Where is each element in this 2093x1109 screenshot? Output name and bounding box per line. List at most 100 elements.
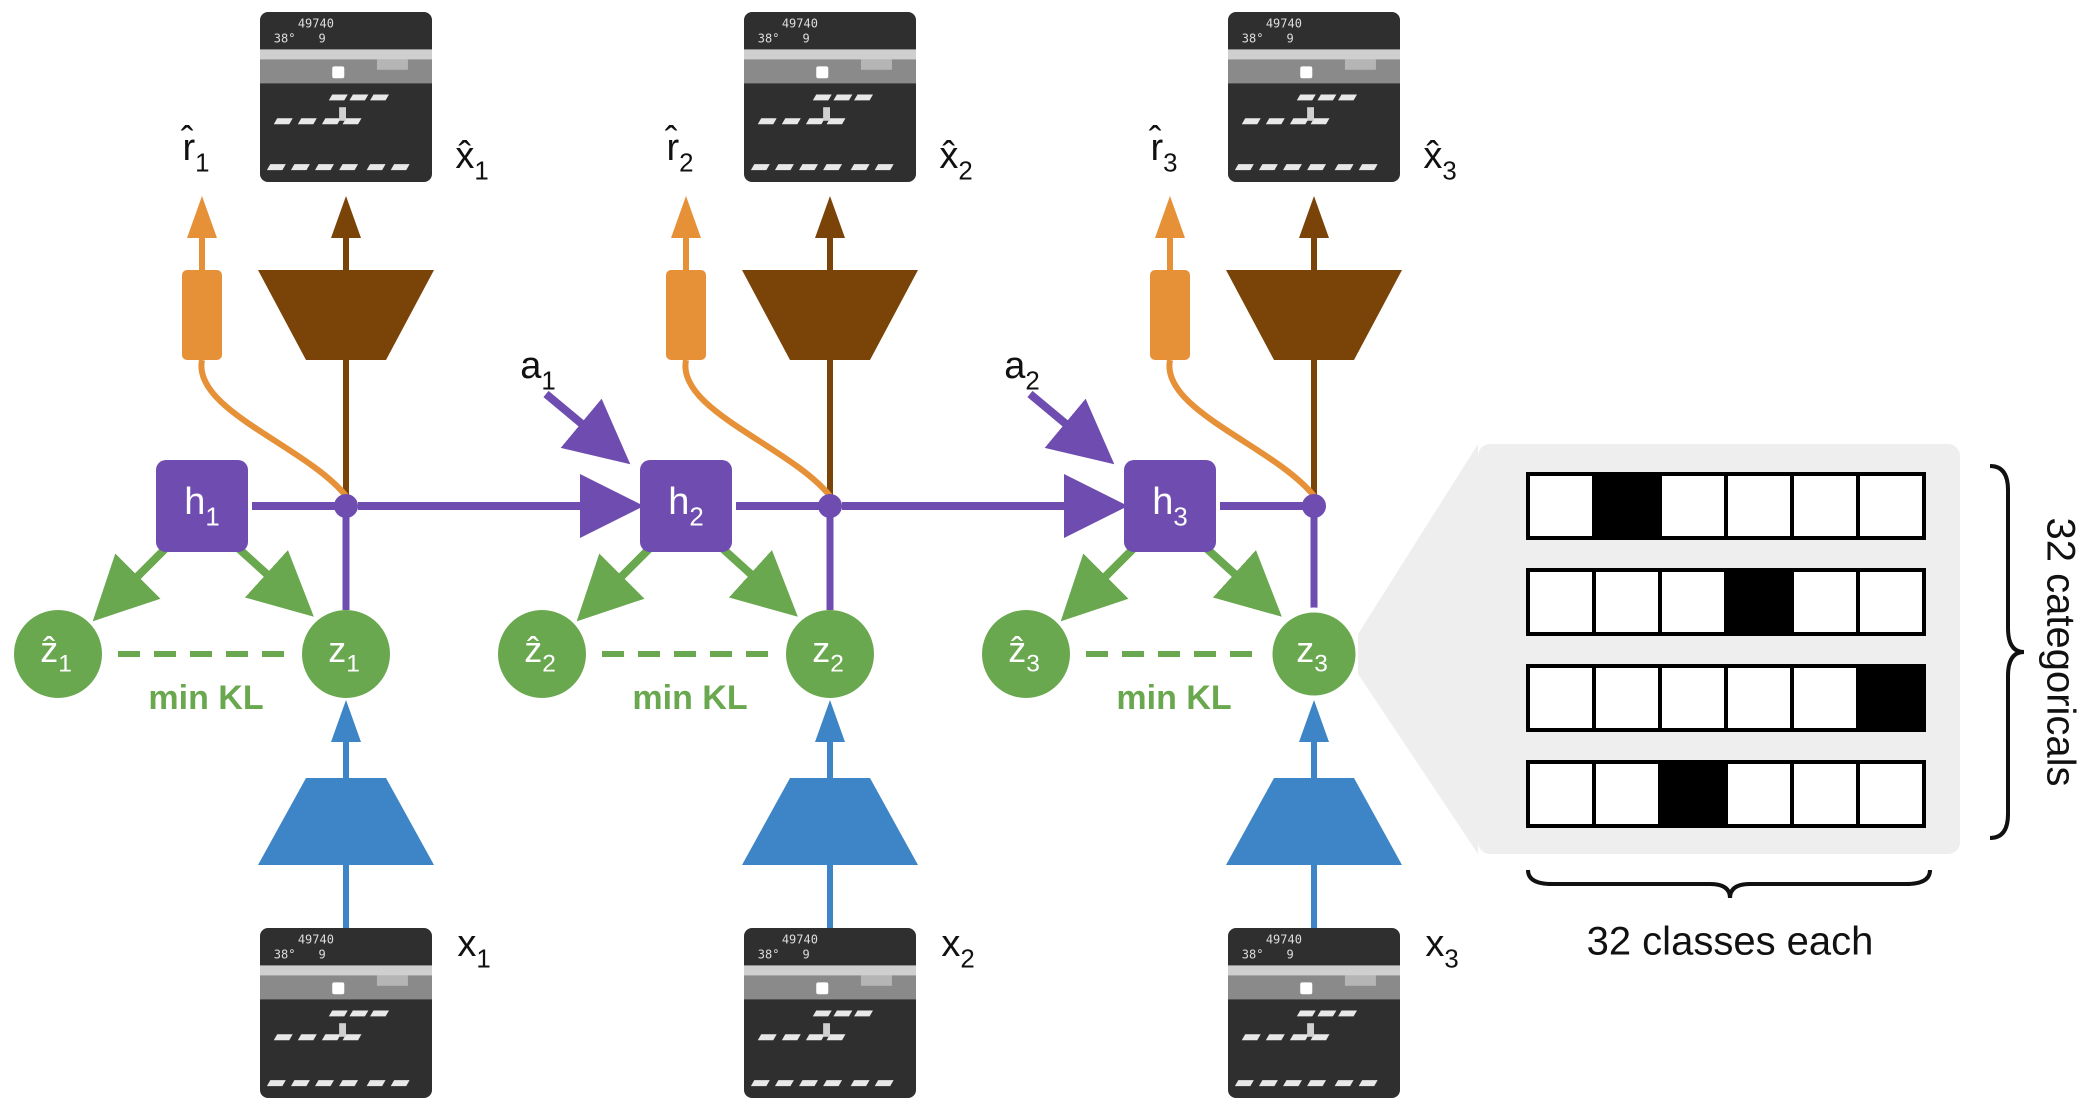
z-label-subscript: 2 — [830, 651, 844, 678]
frame-player-icon — [1300, 66, 1313, 79]
h-label-subscript: 1 — [205, 503, 219, 531]
reward-prediction-label: r̂1 — [180, 124, 210, 177]
z-label: z1 — [328, 629, 360, 679]
frame-ice-floe — [1283, 1080, 1302, 1087]
frame-diver-icon — [1307, 107, 1314, 121]
input-image-label-symbol: x — [941, 923, 960, 965]
class-cell — [1724, 472, 1794, 540]
zhat-label-symbol: ẑ — [40, 629, 58, 670]
posterior-z-node — [786, 610, 874, 698]
frame-ice-floe — [1258, 164, 1278, 171]
z-label-symbol: z — [812, 629, 830, 670]
frame-score: 49740 — [298, 16, 334, 30]
frame-ice-floe — [1317, 1010, 1337, 1017]
frame-ice-floe — [750, 164, 770, 171]
active-class-cell — [1658, 760, 1728, 828]
h-label: h2 — [668, 481, 704, 531]
frame-player-icon — [816, 982, 829, 995]
deterministic-state-h-node — [640, 460, 732, 552]
action-label-symbol: a — [1004, 345, 1026, 387]
frame-diver-icon — [823, 1023, 830, 1037]
h-to-posterior-arrow — [1203, 545, 1282, 617]
reward-prediction-label-subscript: 2 — [679, 149, 693, 177]
encoder-trapezoid-icon — [742, 778, 918, 865]
image-reconstruction-label-subscript: 1 — [474, 157, 488, 185]
decoder-arrow-head — [1299, 196, 1329, 238]
decoder-trapezoid-icon — [742, 270, 918, 360]
frame-temperature: 38° — [758, 948, 780, 962]
frame-ice-floe — [328, 94, 348, 101]
action-label-subscript: 2 — [1025, 367, 1039, 395]
frame-ice-floe — [854, 94, 873, 101]
frame-diver-icon — [339, 1023, 346, 1037]
h-label-symbol: h — [184, 481, 205, 523]
reward-head-icon — [1150, 270, 1190, 360]
frame-igloo — [1344, 59, 1376, 70]
frame-lives: 9 — [1286, 948, 1293, 962]
reward-prediction-label: r̂2 — [664, 124, 694, 177]
class-cell — [1526, 760, 1596, 828]
frame-ice-floe — [774, 1080, 794, 1087]
rows-label: 32 categoricals — [2038, 517, 2082, 786]
input-image-label-subscript: 1 — [476, 945, 490, 973]
decoder-arrow-head — [815, 196, 845, 238]
image-reconstruction-label-subscript: 3 — [1442, 157, 1456, 185]
columns-label: 32 classes each — [1587, 920, 1874, 964]
frame-shore — [744, 965, 916, 976]
active-class-cell — [1724, 568, 1794, 636]
frame-ice-floe — [297, 118, 317, 125]
frame-igloo — [1344, 975, 1376, 986]
frame-ice-floe — [805, 118, 825, 125]
class-cell — [1790, 568, 1860, 636]
frame-ice-floe — [266, 1080, 286, 1087]
reward-prediction-label-symbol: r̂ — [664, 124, 680, 169]
h-label-subscript: 3 — [1173, 503, 1187, 531]
frame-ice-floe — [342, 118, 362, 125]
prior-zhat-node — [498, 610, 586, 698]
frame-ice-floe — [781, 1034, 801, 1041]
action-input-arrow — [543, 390, 631, 465]
state-to-reward-curve — [1166, 359, 1317, 498]
state-junction-dot — [334, 494, 358, 518]
frame-diver-icon — [1307, 1023, 1314, 1037]
categorical-row — [1526, 472, 1926, 540]
frame-ice-floe — [850, 1080, 870, 1087]
image-reconstruction-label-symbol: x̂ — [939, 135, 958, 177]
frame-ice-floe — [1358, 1080, 1378, 1087]
min-kl-label: min KL — [632, 679, 747, 717]
deterministic-state-h-node — [1124, 460, 1216, 552]
frame-ice-floe — [1241, 118, 1261, 125]
class-cell — [1592, 664, 1662, 732]
frame-ice-floe — [757, 118, 777, 125]
frame-ice-floe — [812, 94, 832, 101]
frame-ice-floe — [823, 1080, 843, 1087]
frame-igloo — [860, 975, 892, 986]
frame-ice-floe — [315, 1080, 334, 1087]
frame-player-icon — [1300, 982, 1313, 995]
frame-ice-floe — [1265, 118, 1285, 125]
encoder-arrow-head — [815, 700, 845, 742]
class-cell — [1526, 664, 1596, 732]
frame-ice-floe — [339, 1080, 359, 1087]
frame-ice-floe — [1334, 1080, 1354, 1087]
frame-shore — [1228, 49, 1400, 60]
min-kl-label: min KL — [1116, 679, 1231, 717]
frame-ice-floe — [290, 164, 310, 171]
reward-prediction-label-symbol: r̂ — [1148, 124, 1164, 169]
frame-ice-floe — [1265, 1034, 1285, 1041]
z-label-symbol: z — [328, 629, 346, 670]
frame-ice-floe — [757, 1034, 777, 1041]
h-label: h1 — [184, 481, 220, 531]
action-label-symbol: a — [520, 345, 542, 387]
frame-ice-floe — [370, 94, 389, 101]
frame-ice-floe — [833, 1010, 853, 1017]
frame-temperature: 38° — [1242, 32, 1264, 46]
frame-ice-floe — [850, 164, 870, 171]
frame-ice-floe — [1296, 1010, 1316, 1017]
frame-ice-floe — [1307, 164, 1327, 171]
h-to-posterior-arrow — [719, 545, 798, 617]
